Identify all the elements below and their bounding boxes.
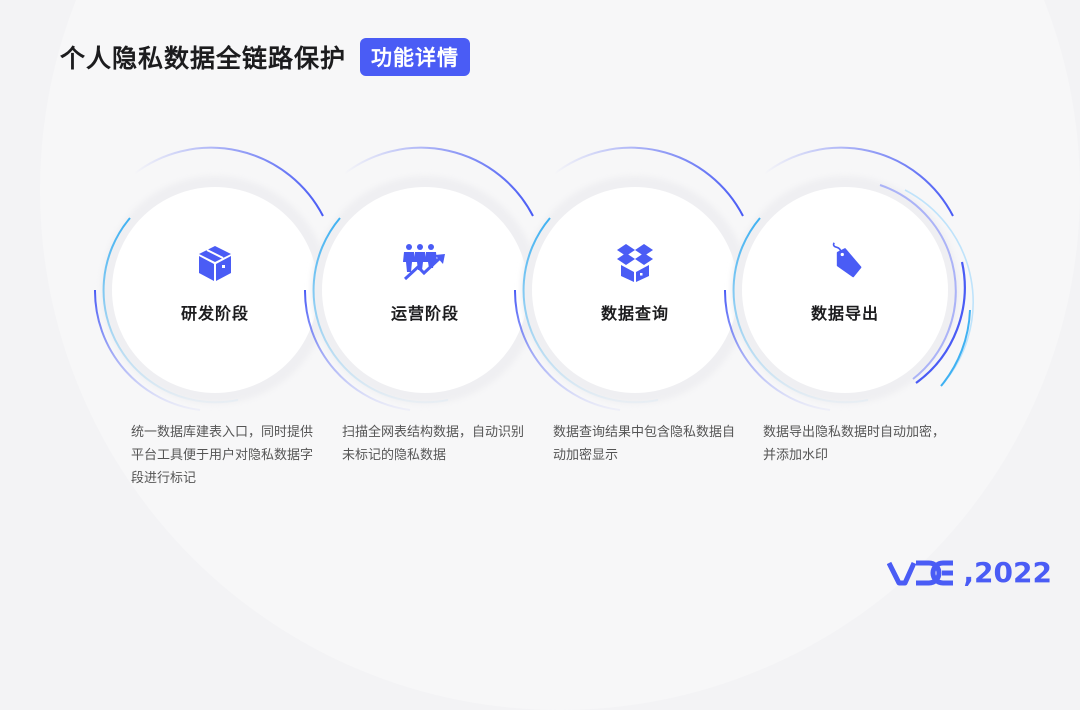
- stage-title: 数据查询: [600, 304, 669, 323]
- header: 个人隐私数据全链路保护 功能详情: [60, 38, 471, 76]
- stage-description-4: 数据导出隐私数据时自动加密，并添加水印: [763, 425, 946, 463]
- stage-title: 数据导出: [810, 304, 879, 323]
- stage-description-2: 扫描全网表结构数据，自动识别未标记的隐私数据: [342, 425, 525, 463]
- vdc-logo-mark-icon: [887, 560, 954, 585]
- stage-ring-3: [513, 146, 749, 411]
- logo-year: ,2022: [963, 556, 1052, 589]
- people-growth-icon: [403, 244, 445, 281]
- page-title: 个人隐私数据全链路保护: [60, 44, 347, 73]
- stage-description-3: 数据查询结果中包含隐私数据自动加密显示: [553, 425, 736, 463]
- stage-description-1: 统一数据库建表入口，同时提供平台工具便于用户对隐私数据字段进行标记: [131, 425, 314, 486]
- feature-details-badge: 功能详情: [360, 38, 471, 76]
- stage-ring-1: [93, 146, 329, 411]
- open-box-icon: [617, 244, 653, 282]
- stage-title: 运营阶段: [390, 304, 459, 323]
- stage-rings: [93, 146, 974, 411]
- vdc-2022-logo: ,2022: [887, 556, 1052, 589]
- package-box-icon: [199, 246, 231, 281]
- tag-icon: [832, 242, 862, 278]
- stage-title: 研发阶段: [180, 304, 249, 323]
- stage-ring-4: [723, 146, 974, 411]
- stage-ring-2: [303, 146, 539, 411]
